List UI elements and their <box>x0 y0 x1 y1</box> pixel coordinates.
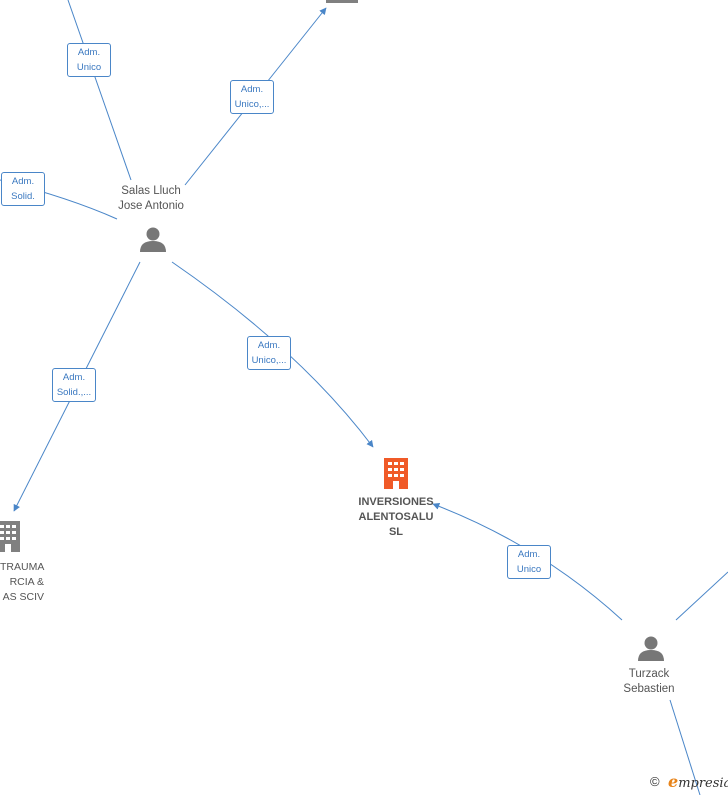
role-label-top-left[interactable]: Adm.Unico <box>67 43 111 77</box>
copyright-symbol: © <box>650 774 660 789</box>
brand-logo: empresia <box>668 772 728 791</box>
brand-initial: e <box>668 772 679 791</box>
building-icon-top[interactable] <box>326 0 358 3</box>
role-label-center[interactable]: Adm.Unico,... <box>247 336 291 370</box>
edge-turzack-to-bottom <box>669 699 701 795</box>
building-icon-inversiones[interactable] <box>384 458 408 489</box>
brand-rest: mpresia <box>678 776 728 791</box>
role-label-left[interactable]: Adm.Solid. <box>1 172 45 206</box>
building-icon-trauma[interactable] <box>0 521 20 552</box>
edge-salas-to-top-left <box>67 0 132 181</box>
role-label-top-right[interactable]: Adm.Unico,... <box>230 80 274 114</box>
edge-turzack-to-right <box>675 571 728 621</box>
person-icon-salas[interactable] <box>140 227 166 253</box>
role-label-right[interactable]: Adm.Unico <box>507 545 551 579</box>
person-icon-turzack[interactable] <box>638 636 664 662</box>
role-label-bottom-left[interactable]: Adm.Solid.,... <box>52 368 96 402</box>
